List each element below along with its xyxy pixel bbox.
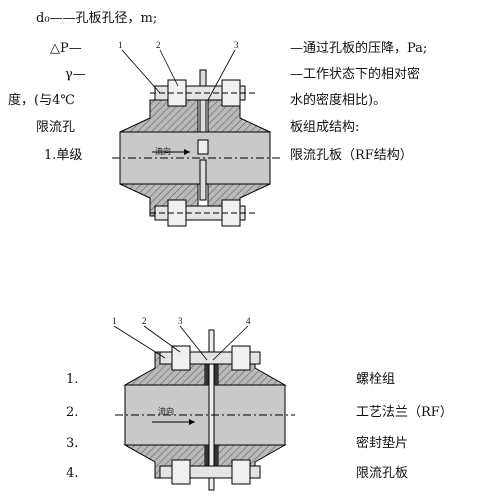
- legend-label-3: 密封垫片: [356, 436, 409, 451]
- legend-label-2: 工艺法兰（RF）: [356, 405, 453, 420]
- density-text-left: 度，(与4℃: [8, 93, 75, 108]
- legend-num-1: 1.: [66, 372, 79, 387]
- formula-gamma-label: γ—: [65, 67, 86, 82]
- legend-num-2: 2.: [66, 405, 79, 420]
- callout-2-1: 1: [112, 316, 117, 326]
- formula-d0: d₀——孔板孔径，m;: [36, 11, 158, 26]
- formula-dp-desc: —通过孔板的压降，Pa;: [290, 41, 428, 56]
- callout-2: 2: [156, 40, 161, 50]
- legend-label-4: 限流孔板: [356, 466, 409, 481]
- flow-label-2: 流向: [158, 407, 174, 416]
- legend-num-3: 3.: [66, 436, 79, 451]
- callout-2-4: 4: [246, 316, 251, 326]
- formula-dp-label: △P—: [50, 41, 82, 56]
- density-text-right: 水的密度相比)。: [290, 93, 387, 108]
- section-heading-right: 板组成结构:: [290, 120, 360, 135]
- callout-1: 1: [118, 40, 123, 50]
- callout-3: 3: [234, 40, 239, 50]
- legend-num-4: 4.: [66, 466, 79, 481]
- section-heading-left: 限流孔: [36, 120, 76, 135]
- single-stage-left: 1.单级: [44, 148, 83, 163]
- legend-label-1: 螺栓组: [356, 372, 396, 387]
- formula-gamma-desc: —工作状态下的相对密: [290, 67, 421, 82]
- callout-2-2: 2: [142, 316, 147, 326]
- callout-2-3: 3: [178, 316, 183, 326]
- single-stage-right: 限流孔板（RF结构）: [290, 148, 413, 163]
- flow-label-1: 流向: [155, 147, 171, 156]
